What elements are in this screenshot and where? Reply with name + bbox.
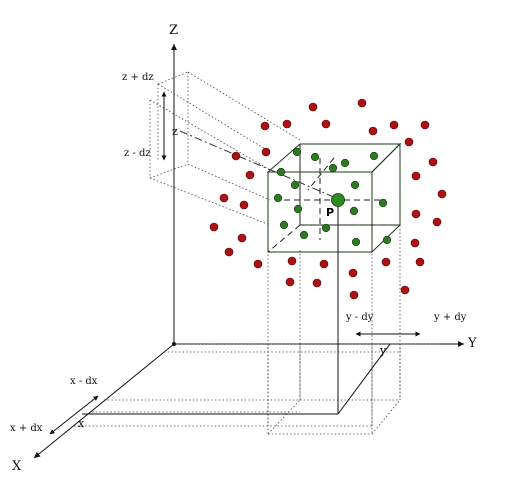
green-particle [276,167,286,177]
cube-front-face [267,171,373,253]
x-label: x [78,417,85,430]
red-particle [368,126,378,136]
red-particle [404,137,414,147]
z-slab-outline [149,71,301,226]
red-particle [239,200,249,210]
green-particle [351,237,361,247]
y-plus-dy-label: y + dy [433,312,467,323]
p-projection-path [82,200,391,415]
red-particle [437,189,447,199]
x-plus-dx-label: x + dx [10,423,43,434]
green-particle [382,235,392,245]
point-p-marker [331,193,345,207]
labels: Z Y X z + dz z - dz z y - dy y + dy y x … [10,23,477,474]
x-axis-label: X [12,459,22,474]
red-particle [237,233,247,243]
y-minus-dy-label: y - dy [345,312,374,323]
z-axis-label: Z [169,23,178,38]
red-particle [285,277,295,287]
red-particle [432,217,442,227]
red-particle [219,193,229,203]
red-particle [282,119,292,129]
red-particle [245,170,255,180]
z-level-line [179,130,337,199]
axes [33,44,464,459]
red-particle [321,119,331,129]
red-particle [224,247,234,257]
point-p-label: P [326,206,334,219]
green-particle [328,163,338,173]
green-particle [290,180,300,190]
green-particle [273,193,283,203]
red-particle [428,157,438,167]
red-particle [287,256,297,266]
red-particle [253,259,263,269]
green-particle [349,206,359,216]
red-particle [400,285,410,295]
red-particle [312,278,322,288]
xy-projection [74,225,440,435]
x-minus-dx-label: x - dx [70,376,98,387]
green-particle [293,204,303,214]
dx-double-arrow [49,395,99,435]
y-label: y [379,344,387,357]
red-particle [357,98,367,108]
z-plus-dz-label: z + dz [122,72,154,83]
green-particle [378,198,388,208]
red-particle [348,268,358,278]
green-particle [321,223,331,233]
green-particle [299,230,309,240]
z-minus-dz-label: z - dz [124,148,151,159]
red-particle [410,238,420,248]
green-particle [310,152,320,162]
green-particle [369,151,379,161]
green-particle [292,147,302,157]
cube-right-face [371,142,401,254]
red-particle [411,171,421,181]
z-label: z [172,125,178,138]
red-particle [231,151,241,161]
green-particle [279,220,289,230]
red-particle [261,147,271,157]
red-particle [260,121,270,131]
red-particle [209,222,219,232]
red-particle [415,257,425,267]
y-axis-label: Y [467,336,477,351]
outer-particles [209,98,447,300]
inner-particles [273,147,392,247]
red-particle [349,290,359,300]
red-particle [411,209,421,219]
control-volume-cube [266,142,402,254]
green-particle [350,180,360,190]
red-particle [308,102,318,112]
red-particle [319,259,329,269]
red-particle [420,120,430,130]
x-axis [33,343,175,459]
red-particle [381,257,391,267]
green-particle [340,158,350,168]
red-particle [389,120,399,130]
